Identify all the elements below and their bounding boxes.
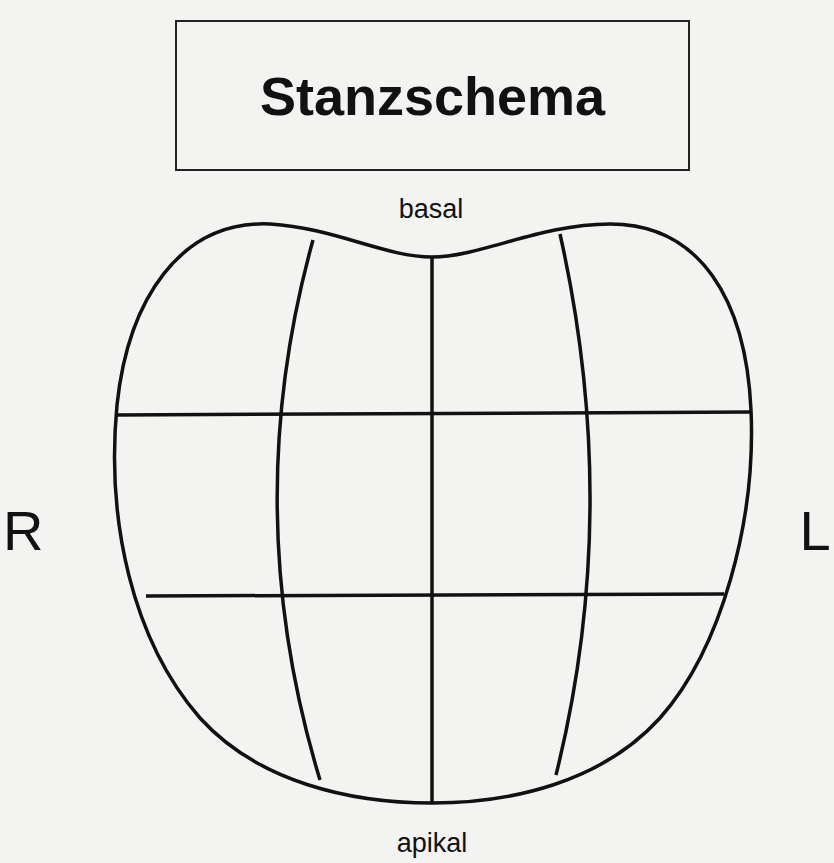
grid-line xyxy=(430,257,434,803)
title-box: Stanzschema xyxy=(175,20,690,171)
grid-line xyxy=(146,594,724,596)
grid-line xyxy=(556,234,590,775)
orientation-label: R xyxy=(3,498,43,563)
orientation-label: apikal xyxy=(397,828,468,859)
title: Stanzschema xyxy=(260,65,605,127)
orientation-label: basal xyxy=(399,194,464,225)
grid-line xyxy=(277,240,320,780)
organ-outline xyxy=(115,224,752,803)
orientation-label: L xyxy=(799,498,830,563)
